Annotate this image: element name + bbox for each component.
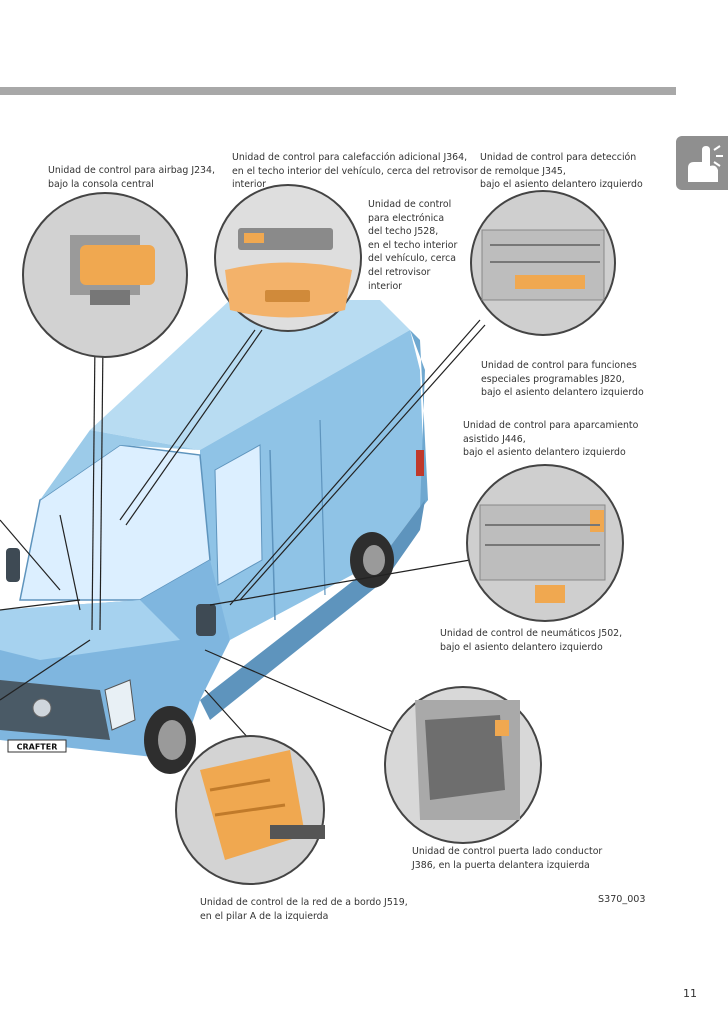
van-illustration: CRAFTER: [0, 300, 428, 774]
hand-pointing-icon: [688, 145, 723, 182]
label-funciones: Unidad de control para funciones especia…: [481, 360, 644, 399]
inset-red: [175, 735, 325, 885]
header-rule: [0, 87, 676, 95]
label-puerta: Unidad de control puerta lado conductor …: [412, 846, 603, 871]
license-plate: CRAFTER: [17, 743, 58, 752]
label-airbag: Unidad de control para airbag J234, bajo…: [48, 165, 215, 190]
page-number: 11: [683, 987, 697, 1000]
label-neumaticos: Unidad de control de neumáticos J502, ba…: [440, 628, 623, 653]
label-remolque: Unidad de control para detección de remo…: [480, 152, 643, 191]
inset-aparcamiento: [466, 464, 624, 622]
inset-remolque: [470, 190, 616, 336]
inset-airbag: [22, 192, 188, 358]
leader-lines: [0, 319, 486, 741]
inset-puerta: [384, 686, 542, 844]
label-aparcamiento: Unidad de control para aparcamiento asis…: [463, 420, 639, 459]
label-red: Unidad de control de la red de a bordo J…: [200, 897, 408, 922]
inset-calefaccion: [214, 184, 362, 332]
label-techo: Unidad de control para electrónica del t…: [368, 199, 458, 292]
figure-id: S370_003: [598, 894, 646, 905]
section-tab: [676, 136, 728, 190]
label-calefaccion: Unidad de control para calefacción adici…: [232, 152, 478, 191]
